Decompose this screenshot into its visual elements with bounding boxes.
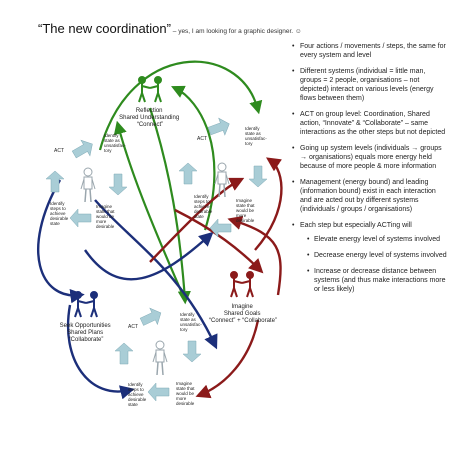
- cycle-arrow-icon: [45, 170, 65, 193]
- reflection-label: Reflection Shared Understanding “Connect…: [119, 108, 181, 128]
- cycle-arrow-icon: [248, 165, 268, 188]
- red-arrow-to-middle-cycle: [149, 177, 245, 263]
- middle-identify-state-label: Identify state as unsatisfac- tory: [245, 126, 268, 146]
- cycle-arrow-icon: [209, 218, 232, 238]
- imagine-shared-goals-group-icon: [230, 271, 254, 298]
- top-cycle: ACT Identify state as unsatisfac- tory I…: [45, 133, 128, 229]
- bullet-item: Going up system levels (individuals → gr…: [292, 144, 448, 171]
- navy-arrow-to-middle: [84, 231, 214, 281]
- top-act-label: ACT: [54, 148, 64, 154]
- individual-person-icon: [80, 167, 96, 203]
- reflection-group-icon: [138, 76, 162, 103]
- bullet-list: Four actions / movements / steps, the sa…: [290, 42, 448, 301]
- middle-cycle: ACT Identify state as unsatisfac- tory I…: [178, 115, 268, 238]
- red-arrow-diagonal: [174, 208, 264, 274]
- cycle-arrow-icon: [69, 208, 92, 228]
- sub-bullet-item: Decrease energy level of systems involve…: [307, 251, 448, 260]
- navy-arrow-diagonal: [94, 199, 218, 350]
- green-arrow-to-bottom-cycle: [148, 107, 191, 305]
- sub-bullet-item: Increase or decrease distance between sy…: [307, 267, 448, 294]
- bullet-item: Management (energy bound) and leading (i…: [292, 178, 448, 214]
- seek-opportunities-group-icon: [74, 291, 98, 318]
- bullet-item: Different systems (individual = little m…: [292, 67, 448, 103]
- middle-act-label: ACT: [197, 136, 207, 142]
- cycle-arrow-icon: [137, 304, 165, 331]
- sub-bullet-list: Elevate energy level of systems involved…: [300, 235, 448, 294]
- cycle-arrow-icon: [114, 342, 134, 365]
- bottom-identify-steps-label: Identify steps to achieve desirable stat…: [128, 382, 148, 407]
- title-subtitle: – yes, I am looking for a graphic design…: [170, 28, 302, 35]
- bullet-item-text: Each step but especially ACTing will: [300, 222, 412, 229]
- red-arrow-down: [195, 319, 260, 399]
- sub-bullet-item: Elevate energy level of systems involved: [307, 235, 448, 244]
- top-identify-state-label: Identify state as unsatisfac- tory: [104, 133, 127, 153]
- bullet-item: Four actions / movements / steps, the sa…: [292, 42, 448, 60]
- middle-imagine-state-label: Imagine state that would be more desirab…: [236, 198, 256, 223]
- cycle-arrow-icon: [69, 135, 98, 163]
- bullet-item: Each step but especially ACTing will Ele…: [292, 221, 448, 294]
- page-title: “The new coordination” – yes, I am looki…: [38, 20, 302, 38]
- bullet-item: ACT on group level: Coordination, Shared…: [292, 110, 448, 137]
- green-arrow-reflection-to-top-cycle: [113, 120, 187, 301]
- cycle-arrow-icon: [108, 173, 128, 196]
- top-imagine-state-label: Imagine state that would be more desirab…: [96, 204, 116, 229]
- green-arrow-to-reflection: [98, 60, 263, 151]
- seek-opportunities-label: Seek Opportunities Shared Plans “Collabo…: [60, 323, 113, 343]
- bottom-imagine-state-label: Imagine state that would be more desirab…: [176, 381, 196, 406]
- cycle-arrow-icon: [178, 162, 198, 185]
- navy-arrow-to-bottom-cycle: [66, 304, 135, 400]
- cycle-arrow-icon: [147, 382, 170, 402]
- top-identify-steps-label: Identify steps to achieve desirable stat…: [50, 201, 70, 226]
- bottom-act-label: ACT: [128, 324, 138, 330]
- red-arrow-right-loop: [254, 157, 283, 251]
- red-arrow-from-right: [227, 215, 282, 296]
- individual-person-icon: [152, 340, 168, 376]
- middle-identify-steps-label: Identify steps to achieve desirable stat…: [194, 194, 214, 219]
- bottom-identify-state-label: Identify state as unsatisfac- tory: [180, 312, 203, 332]
- bottom-cycle: ACT Identify state as unsatisfac- tory I…: [114, 304, 203, 407]
- navy-arrow-left-loop: [37, 179, 85, 304]
- cycle-arrow-icon: [182, 340, 202, 363]
- title-main: “The new coordination”: [38, 21, 171, 36]
- green-arrow-middle-to-reflection: [171, 85, 216, 231]
- imagine-shared-goals-label: Imagine Shared Goals “Connect” + “Collab…: [209, 304, 277, 324]
